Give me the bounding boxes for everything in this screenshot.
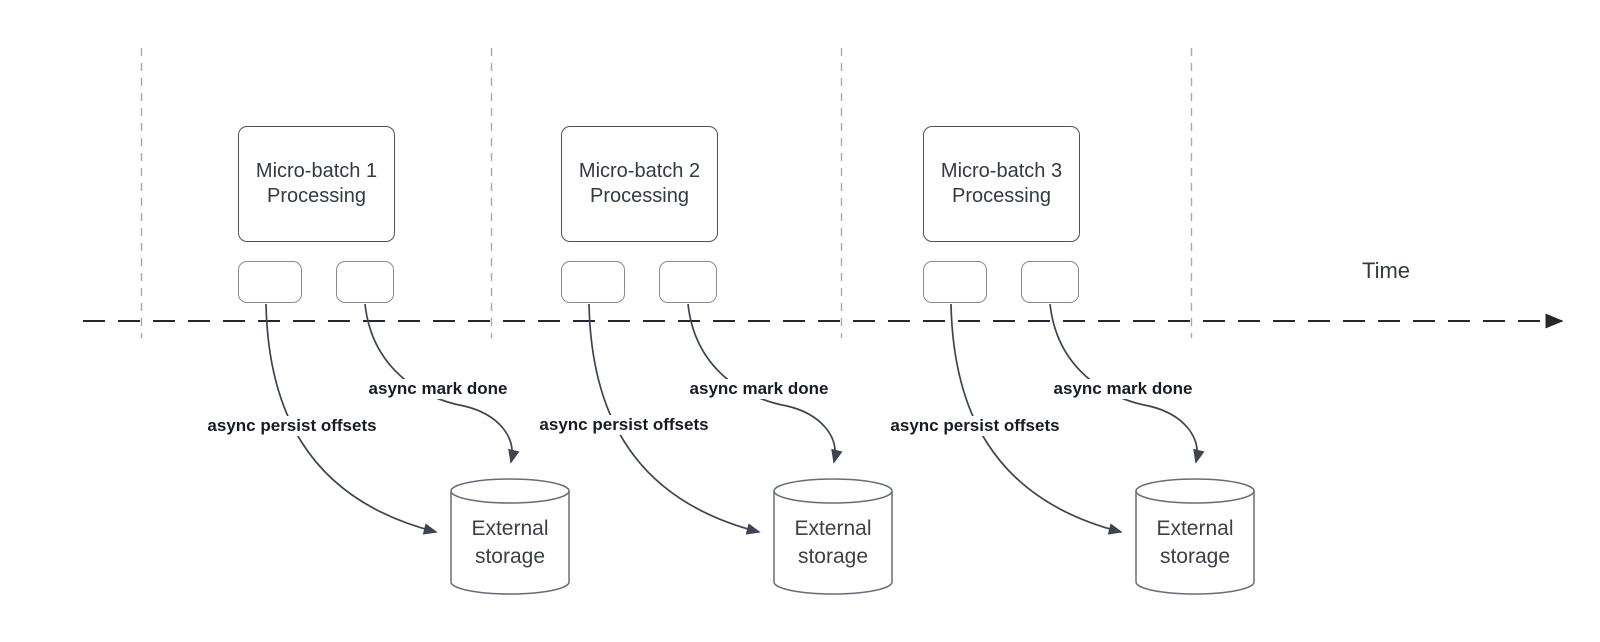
persist-offsets-arrow-2: [588, 303, 761, 535]
mark-done-label-1: async mark done: [365, 379, 511, 399]
persist-offsets-label-3: async persist offsets: [887, 416, 1063, 436]
mark-done-arrow-2: [687, 303, 843, 464]
external-storage-label-3: External storage: [1156, 517, 1234, 568]
commit-task-box-3: [1021, 261, 1079, 303]
external-storage-cylinder-2: [773, 491, 893, 595]
micro-batch-2-title-line1: Micro-batch 2: [578, 160, 701, 182]
external-storage-cylinder-3: [1135, 491, 1255, 595]
micro-batch-3-title-line2: Processing: [952, 185, 1051, 207]
offset-task-box-3: [923, 261, 987, 303]
external-storage-cylinder-top-1: [450, 478, 570, 504]
offset-task-box-2: [561, 261, 625, 303]
persist-offsets-arrow-1: [265, 303, 438, 535]
mark-done-label-2: async mark done: [686, 379, 832, 399]
commit-task-box-2: [659, 261, 717, 303]
commit-task-box-1: [336, 261, 394, 303]
offset-task-box-1: [238, 261, 302, 303]
persist-offsets-label-1: async persist offsets: [204, 416, 380, 436]
external-storage-cylinder-top-3: [1135, 478, 1255, 504]
micro-batch-2-title-line2: Processing: [590, 185, 689, 207]
micro-batch-3-title-line1: Micro-batch 3: [940, 160, 1063, 182]
persist-offsets-arrow-3: [950, 303, 1123, 535]
micro-batch-1-title-line1: Micro-batch 1: [255, 160, 378, 182]
micro-batch-1-title-line2: Processing: [267, 185, 366, 207]
time-axis-label: Time: [1361, 258, 1411, 283]
external-storage-cylinder-top-2: [773, 478, 893, 504]
mark-done-arrow-3: [1049, 303, 1205, 464]
persist-offsets-label-2: async persist offsets: [536, 415, 712, 435]
external-storage-cylinder-1: [450, 491, 570, 595]
mark-done-arrow-1: [364, 303, 520, 464]
micro-batch-1-box: Micro-batch 1 Processing: [238, 126, 395, 242]
external-storage-label-1: External storage: [471, 517, 549, 568]
micro-batch-2-box: Micro-batch 2 Processing: [561, 126, 718, 242]
external-storage-label-2: External storage: [794, 517, 872, 568]
mark-done-label-3: async mark done: [1050, 379, 1196, 399]
micro-batch-3-box: Micro-batch 3 Processing: [923, 126, 1080, 242]
